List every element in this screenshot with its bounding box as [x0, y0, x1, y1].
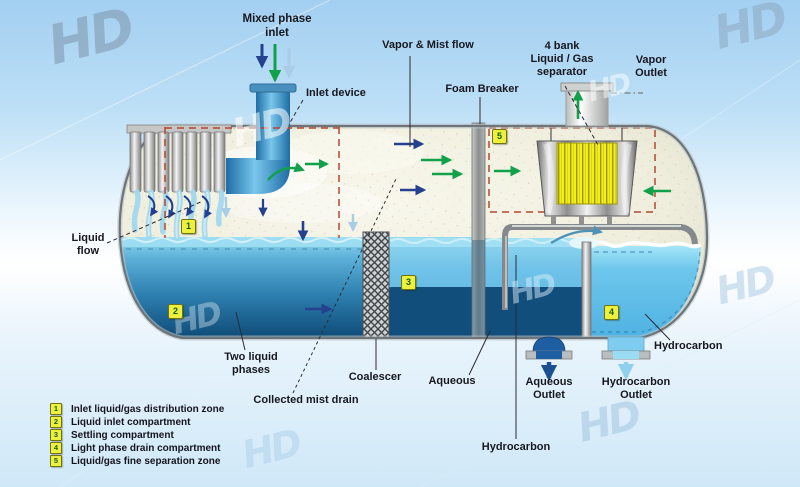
legend-item-3: 3 Settling compartment: [50, 429, 224, 441]
aqueous-outlet-nozzle: [525, 336, 573, 382]
legend-text-4: Light phase drain compartment: [71, 442, 221, 454]
legend-item-5: 5 Liquid/gas fine separation zone: [50, 455, 224, 467]
legend-text-3: Settling compartment: [71, 429, 174, 441]
label-hydrocarbon-right: Hydrocarbon: [654, 340, 723, 352]
light-phase-compartment: [591, 246, 701, 338]
label-aqueous: Aqueous: [428, 375, 476, 387]
liquid-curl-arrows: [147, 195, 212, 219]
label-4bank-separator: 4 bank Liquid / Gas separator: [530, 40, 594, 78]
legend-item-1: 1 Inlet liquid/gas distribution zone: [50, 403, 225, 415]
legend-badge-2: 2: [50, 416, 62, 428]
gas-separator-4bank: [502, 128, 698, 310]
zone-badge-5: 5: [492, 129, 507, 144]
label-liquid-flow: Liquid flow: [71, 232, 105, 257]
label-collected-mist-drain: Collected mist drain: [253, 394, 359, 406]
weir-plate: [581, 241, 592, 339]
legend-badge-4: 4: [50, 442, 62, 454]
separator-yellow-core: [556, 142, 618, 205]
zone-badge-4: 4: [604, 305, 619, 320]
label-two-liquid-phases: Two liquid phases: [224, 351, 278, 376]
legend-badge-3: 3: [50, 429, 62, 441]
label-vapor-mist-flow: Vapor & Mist flow: [382, 39, 474, 51]
zone-badge-3: 3: [401, 275, 416, 290]
gas-swoosh-arrow: [267, 162, 305, 181]
flow-arrows: [220, 44, 671, 315]
legend-badge-1: 1: [50, 403, 62, 415]
label-foam-breaker: Foam Breaker: [445, 83, 519, 95]
zone-legend: 1 Inlet liquid/gas distribution zone 2 L…: [50, 403, 225, 467]
inlet-distributor: [126, 124, 232, 241]
legend-item-2: 2 Liquid inlet compartment: [50, 416, 224, 428]
label-aqueous-outlet: Aqueous Outlet: [525, 376, 573, 401]
drain-flow-curved-arrow: [550, 225, 603, 245]
legend-text-5: Liquid/gas fine separation zone: [71, 455, 221, 467]
label-inlet-device: Inlet device: [306, 87, 366, 99]
foam-breaker-submerged: [472, 240, 485, 338]
legend-item-4: 4 Light phase drain compartment: [50, 442, 224, 454]
inlet-pipe: [226, 83, 305, 194]
coalescer-mesh: [362, 231, 390, 339]
legend-text-2: Liquid inlet compartment: [71, 416, 191, 428]
label-hydrocarbon-bottom: Hydrocarbon: [481, 441, 551, 453]
legend-text-1: Inlet liquid/gas distribution zone: [71, 403, 225, 415]
zone-badge-1: 1: [181, 219, 196, 234]
label-mixed-phase-inlet: Mixed phase inlet: [242, 13, 312, 39]
label-vapor-outlet: Vapor Outlet: [635, 54, 667, 79]
leader-lines: [106, 56, 671, 439]
label-coalescer: Coalescer: [348, 371, 402, 383]
vapor-outlet-pipe: [560, 82, 643, 127]
legend-badge-5: 5: [50, 455, 62, 467]
zone1-boundary-dashed: [164, 127, 340, 238]
zone-badge-2: 2: [168, 304, 183, 319]
hydrocarbon-outlet-nozzle: [601, 336, 651, 381]
label-hydrocarbon-outlet: Hydrocarbon Outlet: [601, 376, 671, 401]
